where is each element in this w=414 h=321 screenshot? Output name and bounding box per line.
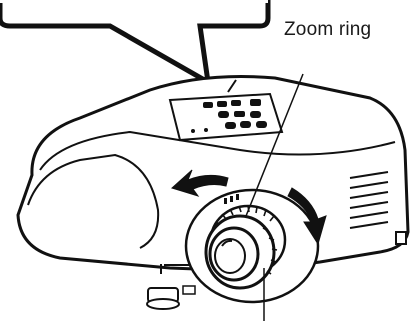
zoom-ring-label: Zoom ring [284, 19, 371, 41]
foot-release [183, 286, 195, 294]
callout-bubble-tail [0, 0, 268, 82]
lens-inner [215, 239, 245, 273]
foot-base [147, 299, 179, 309]
rear-foot [396, 232, 406, 244]
